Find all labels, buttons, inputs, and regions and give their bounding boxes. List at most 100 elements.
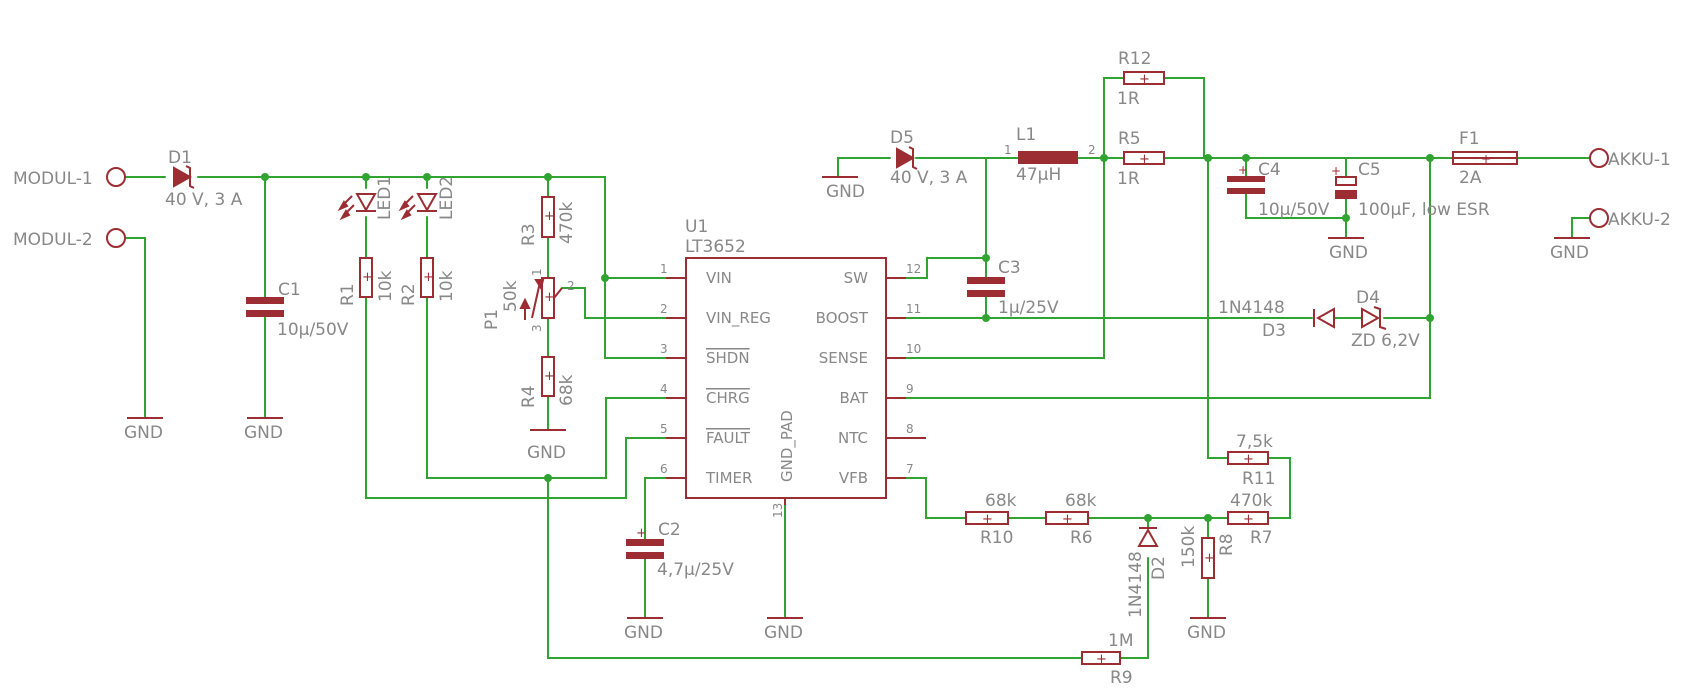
part-value: 68k <box>1065 491 1097 511</box>
ic-pin-right-11: 11 BOOST <box>816 302 922 327</box>
svg-text:BOOST: BOOST <box>816 309 869 327</box>
ic-pin-right-9: 9 BAT <box>839 382 913 407</box>
part-name: R1 <box>338 283 358 306</box>
connector-modul-2[interactable]: MODUL-2 <box>13 228 126 250</box>
part-value: 40 V, 3 A <box>890 168 968 188</box>
resistor-r6[interactable]: + 68k R6 <box>1045 491 1097 548</box>
part-name: D3 <box>1262 321 1286 341</box>
part-value: 68k <box>557 374 577 406</box>
diode-d1[interactable]: D1 40 V, 3 A <box>165 148 243 210</box>
resistor-r3[interactable]: + R3 470k <box>519 196 577 246</box>
resistor-r2[interactable]: + R2 10k <box>399 257 457 306</box>
junctions <box>261 154 1434 522</box>
svg-text:2: 2 <box>660 302 668 316</box>
svg-text:9: 9 <box>906 382 914 396</box>
svg-text:+: + <box>636 526 647 541</box>
part-name: C4 <box>1258 160 1281 180</box>
part-value: 100µF, low ESR <box>1358 200 1490 220</box>
ground-symbols: GND GND GND GND GND GND GND GND GND <box>124 176 1590 643</box>
part-name: R6 <box>1070 528 1093 548</box>
svg-text:VIN: VIN <box>706 269 732 287</box>
svg-text:11: 11 <box>906 302 921 316</box>
svg-text:+: + <box>544 369 555 384</box>
svg-text:GND: GND <box>1187 623 1226 643</box>
svg-text:GND: GND <box>527 443 566 463</box>
svg-text:FAULT: FAULT <box>706 429 751 447</box>
part-name: R10 <box>980 528 1013 548</box>
resistor-r5[interactable]: + R5 1R <box>1117 129 1165 189</box>
svg-text:TIMER: TIMER <box>705 469 752 487</box>
capacitor-c2[interactable]: + C2 4,7µ/25V <box>626 520 734 580</box>
resistor-r8[interactable]: + 150k R8 <box>1179 526 1237 579</box>
part-name: D1 <box>168 148 192 168</box>
capacitor-c4[interactable]: + C4 10µ/50V <box>1227 160 1330 220</box>
svg-text:+: + <box>982 512 993 527</box>
fuse-f1[interactable]: + F1 2A <box>1452 129 1518 188</box>
ic-value: LT3652 <box>685 237 746 257</box>
connector-label: MODUL-1 <box>13 169 93 189</box>
diode-d3[interactable]: 1N4148 D3 <box>1218 298 1335 341</box>
led-led1[interactable]: LED1 <box>337 176 395 221</box>
part-value: 1M <box>1108 631 1133 651</box>
svg-text:VFB: VFB <box>839 469 868 487</box>
part-name: C5 <box>1358 160 1381 180</box>
svg-text:2: 2 <box>567 279 575 293</box>
resistor-r7[interactable]: + 470k R7 <box>1227 491 1273 548</box>
svg-text:+: + <box>1243 512 1254 527</box>
part-value: 1µ/25V <box>998 298 1059 318</box>
ground-icon: GND <box>1328 237 1368 263</box>
part-value: 470k <box>1230 491 1272 511</box>
svg-text:3: 3 <box>530 324 544 332</box>
ic-pin-right-8: 8 NTC <box>838 422 926 447</box>
connector-modul-1[interactable]: MODUL-1 <box>13 167 126 189</box>
svg-text:+: + <box>1331 164 1341 178</box>
connector-akku-2[interactable]: AKKU-2 <box>1589 208 1671 230</box>
ground-icon: GND <box>1550 237 1590 263</box>
part-name: R8 <box>1217 533 1237 556</box>
resistor-r1[interactable]: + R1 10k <box>338 257 396 306</box>
part-value: 50k <box>501 280 521 312</box>
svg-text:1: 1 <box>530 268 544 276</box>
svg-text:3: 3 <box>660 342 668 356</box>
resistor-r9[interactable]: + 1M R9 <box>1081 631 1133 688</box>
diode-d2[interactable]: 1N4148 D2 <box>1126 527 1169 618</box>
potentiometer-p1[interactable]: + 1 2 3 P1 50k <box>482 268 575 332</box>
svg-text:+: + <box>1062 512 1073 527</box>
part-value: 7,5k <box>1236 432 1273 452</box>
part-name: F1 <box>1459 129 1480 149</box>
part-name: C2 <box>658 520 681 540</box>
ic-pin-right-7: 7 VFB <box>839 462 914 487</box>
capacitor-c1[interactable]: C1 10µ/50V <box>246 280 349 340</box>
led-led2[interactable]: LED2 <box>398 176 457 221</box>
ic-name: U1 <box>685 217 708 237</box>
part-name: D2 <box>1149 556 1169 580</box>
zener-d4[interactable]: D4 ZD 6,2V <box>1351 288 1420 351</box>
ground-icon: GND <box>124 417 163 443</box>
diode-d5[interactable]: D5 40 V, 3 A <box>890 128 968 188</box>
svg-text:SENSE: SENSE <box>819 349 868 367</box>
ic-u1[interactable]: U1 LT3652 GND_PAD 13 1 VIN 2 VIN_REG 3 S… <box>660 217 926 518</box>
svg-text:GND: GND <box>764 623 803 643</box>
part-value: 47µH <box>1016 165 1061 185</box>
inductor-l1[interactable]: 1 2 L1 47µH <box>1004 125 1096 185</box>
ground-icon: GND <box>822 176 865 202</box>
ic-pin-left-1: 1 VIN <box>660 262 732 287</box>
svg-text:GND: GND <box>124 423 163 443</box>
resistor-r11[interactable]: + 7,5k R11 <box>1227 432 1275 489</box>
svg-text:7: 7 <box>906 462 914 476</box>
resistor-r12[interactable]: + R12 1R <box>1117 49 1165 109</box>
capacitor-c5[interactable]: + C5 100µF, low ESR <box>1331 160 1490 220</box>
svg-text:+: + <box>1139 72 1150 87</box>
resistor-r4[interactable]: + R4 68k <box>519 356 577 408</box>
svg-text:1: 1 <box>660 262 668 276</box>
part-value: 1N4148 <box>1218 298 1285 318</box>
ic-pin-left-4: 4 CHRG <box>660 382 750 407</box>
svg-text:6: 6 <box>660 462 668 476</box>
svg-text:+: + <box>544 209 555 224</box>
ground-icon: GND <box>624 617 663 643</box>
connector-akku-1[interactable]: AKKU-1 <box>1589 148 1671 170</box>
capacitor-c3[interactable]: C3 1µ/25V <box>967 258 1059 318</box>
part-name: D4 <box>1356 288 1380 308</box>
resistor-r10[interactable]: + 68k R10 <box>965 491 1017 548</box>
